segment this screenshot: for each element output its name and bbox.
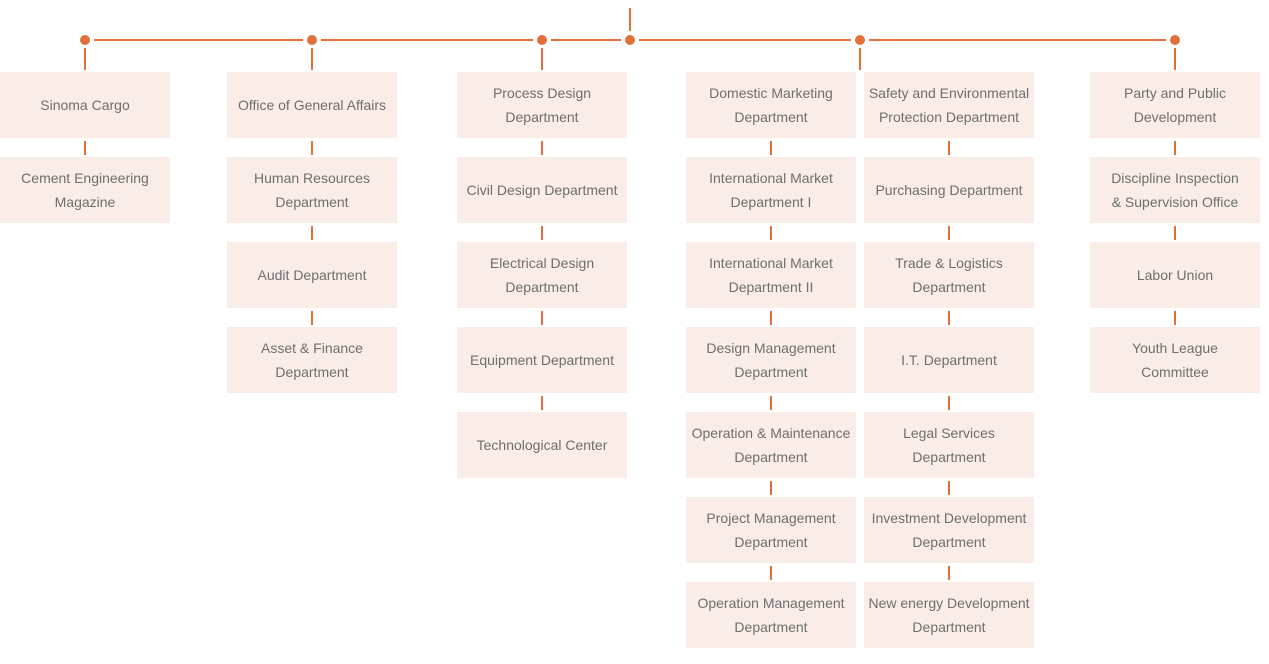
connector-line-vertical [948, 481, 950, 495]
connector-line-vertical [948, 566, 950, 580]
org-node: Sinoma Cargo [0, 72, 170, 138]
connector-line-vertical [311, 48, 313, 70]
org-node: Investment Development Department [864, 497, 1034, 563]
connector-line-horizontal [551, 39, 621, 41]
connector-line-vertical [541, 48, 543, 70]
org-node: Electrical Design Department [457, 242, 627, 308]
connector-line-vertical [770, 141, 772, 155]
connector-line-horizontal [321, 39, 533, 41]
org-node: Operation & Maintenance Department [686, 412, 856, 478]
org-node: Audit Department [227, 242, 397, 308]
connector-dot [80, 35, 90, 45]
org-node: International Market Department I [686, 157, 856, 223]
connector-line-vertical [770, 396, 772, 410]
org-node: Design Management Department [686, 327, 856, 393]
connector-line-horizontal [639, 39, 851, 41]
connector-line-vertical [859, 48, 861, 70]
connector-dot [625, 35, 635, 45]
connector-line-vertical [1174, 311, 1176, 325]
org-node: Discipline Inspection & Supervision Offi… [1090, 157, 1260, 223]
connector-dot [307, 35, 317, 45]
connector-line-vertical [770, 311, 772, 325]
connector-line-vertical [948, 311, 950, 325]
connector-line-vertical [84, 141, 86, 155]
org-node: I.T. Department [864, 327, 1034, 393]
connector-line-vertical [1174, 141, 1176, 155]
org-node: Project Management Department [686, 497, 856, 563]
org-node: Office of General Affairs [227, 72, 397, 138]
connector-line-vertical [770, 566, 772, 580]
connector-line-vertical [770, 226, 772, 240]
connector-line-vertical [1174, 48, 1176, 70]
org-node: Purchasing Department [864, 157, 1034, 223]
connector-line-vertical [770, 481, 772, 495]
connector-line-vertical [1174, 226, 1176, 240]
connector-line-horizontal [94, 39, 303, 41]
org-node: Legal Services Department [864, 412, 1034, 478]
root-line [629, 8, 631, 31]
connector-line-vertical [311, 226, 313, 240]
org-node: New energy Development Department [864, 582, 1034, 648]
connector-line-vertical [541, 396, 543, 410]
connector-line-vertical [948, 141, 950, 155]
org-node: Civil Design Department [457, 157, 627, 223]
org-node: International Market Department II [686, 242, 856, 308]
connector-line-vertical [311, 141, 313, 155]
org-node: Domestic Marketing Department [686, 72, 856, 138]
org-node: Asset & Finance Department [227, 327, 397, 393]
connector-dot [537, 35, 547, 45]
connector-line-vertical [948, 226, 950, 240]
org-node: Youth League Committee [1090, 327, 1260, 393]
connector-line-vertical [84, 48, 86, 70]
org-node: Human Resources Department [227, 157, 397, 223]
org-node: Operation Management Department [686, 582, 856, 648]
connector-dot [1170, 35, 1180, 45]
connector-line-vertical [541, 311, 543, 325]
connector-line-vertical [541, 226, 543, 240]
org-node: Safety and Environmental Protection Depa… [864, 72, 1034, 138]
connector-line-vertical [311, 311, 313, 325]
connector-line-vertical [541, 141, 543, 155]
org-node: Equipment Department [457, 327, 627, 393]
org-node: Trade & Logistics Department [864, 242, 1034, 308]
org-node: Cement Engineering Magazine [0, 157, 170, 223]
org-node: Party and Public Development [1090, 72, 1260, 138]
org-node: Technological Center [457, 412, 627, 478]
connector-line-vertical [948, 396, 950, 410]
org-node: Process Design Department [457, 72, 627, 138]
connector-line-horizontal [869, 39, 1166, 41]
connector-dot [855, 35, 865, 45]
org-node: Labor Union [1090, 242, 1260, 308]
